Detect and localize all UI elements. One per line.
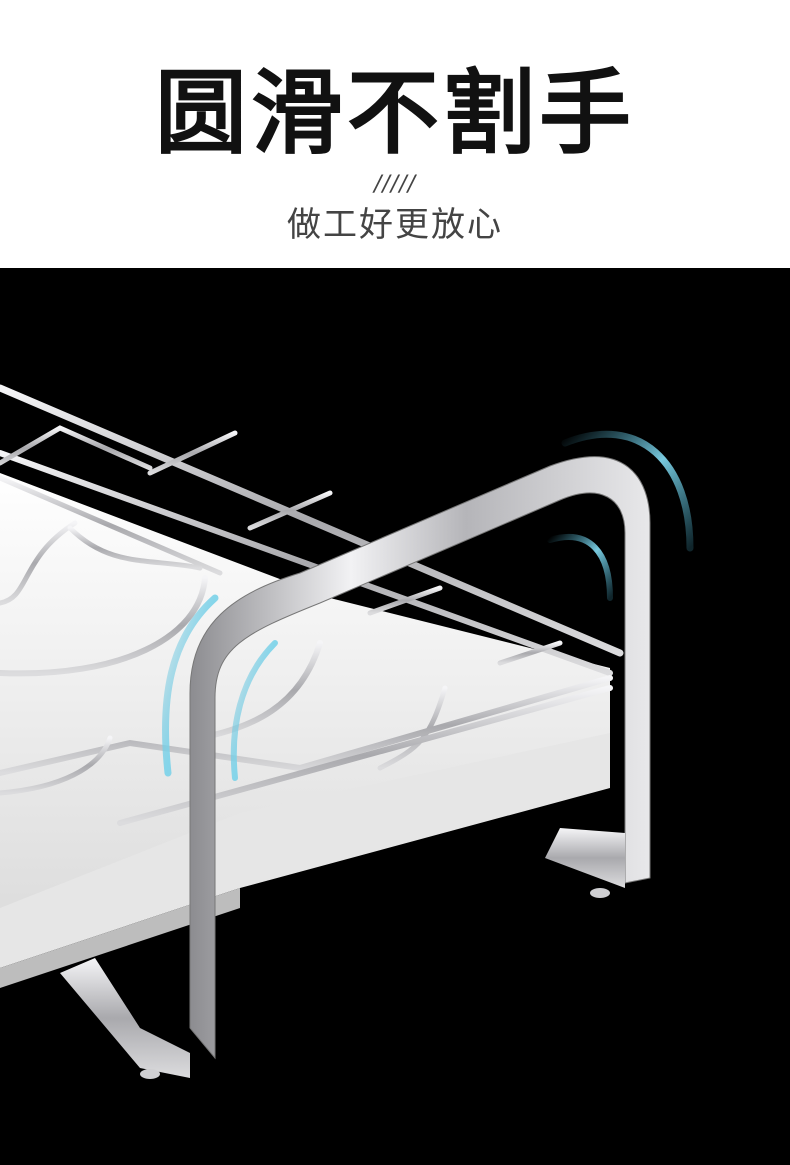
- smooth-edge-swooshes: [161, 430, 694, 781]
- rack-feet: [60, 828, 625, 1079]
- headline: 圆滑不割手: [154, 60, 635, 167]
- tray: [0, 473, 610, 988]
- subtitle: 做工好更放心: [287, 205, 503, 245]
- slash-divider: /////: [373, 172, 417, 197]
- header-banner: 圆滑不割手 ///// 做工好更放心: [0, 0, 790, 268]
- frame-handle: [189, 456, 651, 1060]
- product-photo: [0, 268, 790, 1165]
- rack-illustration: [0, 384, 694, 1079]
